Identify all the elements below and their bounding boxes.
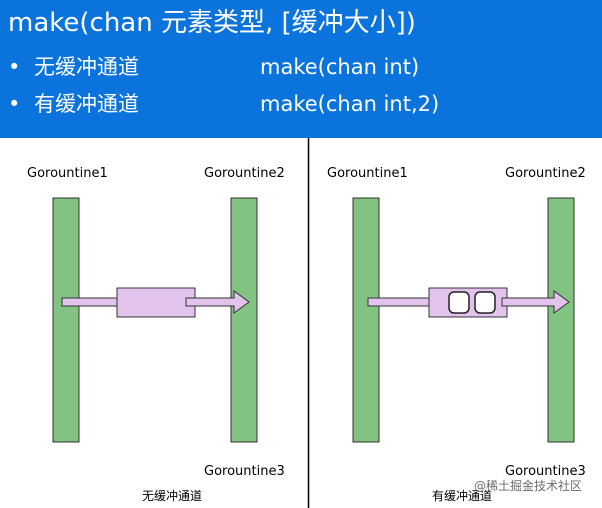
bullet-code-buffered: make(chan int,2): [260, 92, 440, 116]
right-goroutine1-bar: [352, 197, 380, 443]
bullet-label-buffered: 有缓冲通道: [34, 92, 139, 116]
left-panel: Gorountine1 Gorountine2 Gorountine3 无缓冲通…: [27, 166, 285, 503]
buffer-slot-2: [474, 291, 496, 314]
left-receive-arrow: [185, 290, 250, 314]
right-receive-arrow: [501, 290, 570, 314]
left-goroutine1-bar: [52, 197, 80, 443]
right-goroutine3-label: Gorountine3: [505, 464, 586, 479]
left-goroutine1-label: Gorountine1: [27, 166, 108, 181]
left-goroutine2-label: Gorountine2: [204, 166, 285, 181]
left-goroutine3-label: Gorountine3: [204, 464, 285, 479]
bullet-code-unbuffered: make(chan int): [260, 55, 420, 79]
buffer-slot-1: [448, 291, 470, 314]
left-channel-box: [116, 287, 196, 318]
right-panel: Gorountine1 Gorountine2 Gorountine3 有缓冲通…: [327, 166, 586, 503]
page-title: make(chan 元素类型, [缓冲大小]): [8, 8, 416, 38]
bullet-label-unbuffered: 无缓冲通道: [34, 55, 139, 79]
left-caption: 无缓冲通道: [142, 488, 202, 503]
bullet-unbuffered: • 无缓冲通道 make(chan int): [8, 52, 598, 82]
right-goroutine1-label: Gorountine1: [327, 166, 408, 181]
left-goroutine2-bar: [230, 197, 258, 443]
bullet-buffered: • 有缓冲通道 make(chan int,2): [8, 89, 598, 119]
channel-diagram: Gorountine1 Gorountine2 Gorountine3 无缓冲通…: [27, 138, 586, 508]
bullet-dot: •: [8, 92, 21, 116]
watermark: @稀土掘金技术社区: [474, 478, 582, 493]
right-goroutine2-label: Gorountine2: [505, 166, 586, 181]
right-caption: 有缓冲通道: [432, 488, 492, 503]
header-banner: make(chan 元素类型, [缓冲大小]) • 无缓冲通道 make(cha…: [0, 0, 602, 138]
right-goroutine2-bar: [547, 197, 575, 443]
bullet-dot: •: [8, 55, 21, 79]
